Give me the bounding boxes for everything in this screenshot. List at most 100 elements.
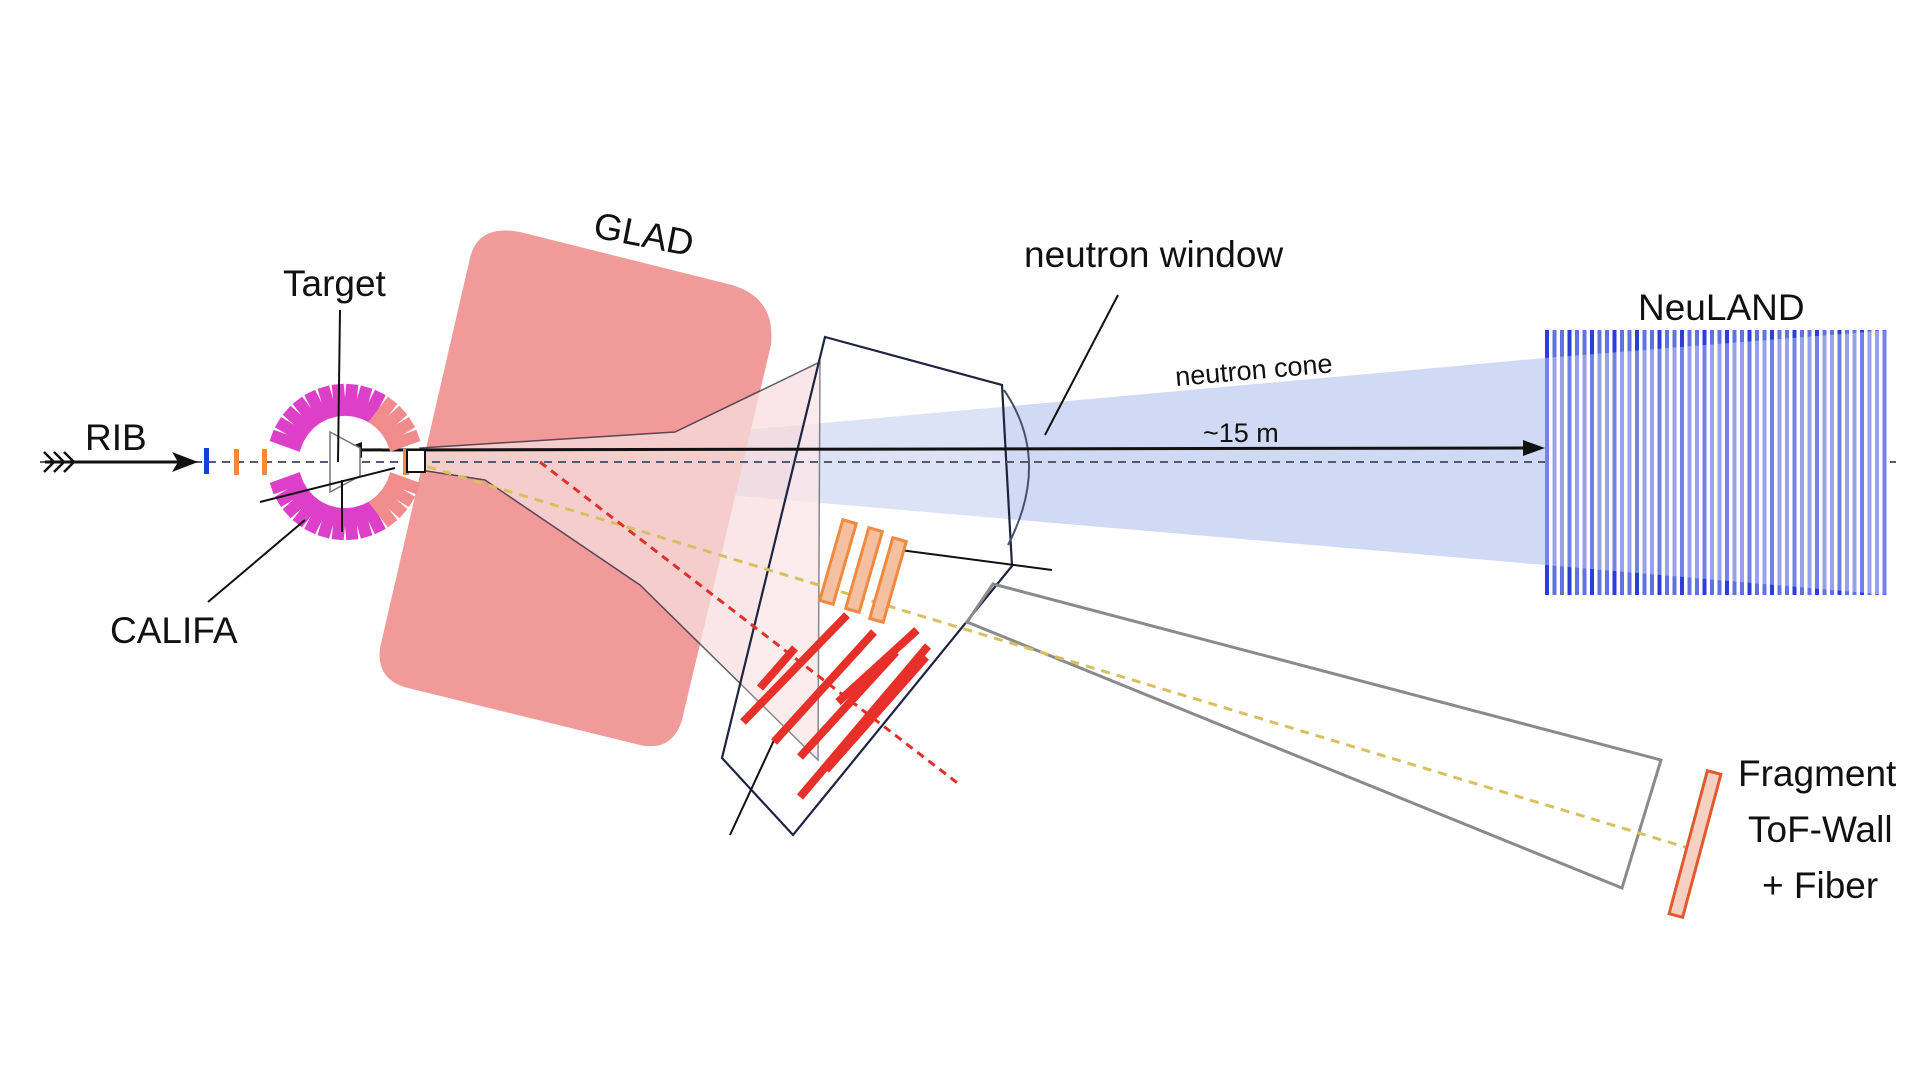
califa-crystal [282, 405, 315, 436]
califa-slant-line [259, 467, 396, 503]
neuland-plane [1687, 330, 1692, 595]
neutron-window-arc [1003, 389, 1030, 546]
califa-crystal [375, 488, 408, 519]
neuland-plane [1770, 330, 1774, 595]
califa-crystal [360, 500, 386, 535]
fragment-label-line1: Fragment [1738, 753, 1897, 794]
califa-crystal [274, 416, 309, 444]
neuland-plane [1837, 330, 1842, 595]
neuland-plane [1650, 330, 1654, 595]
neuland-plane [1597, 330, 1602, 595]
proton-path [539, 460, 961, 787]
neuland-label: NeuLAND [1638, 287, 1805, 328]
califa-crystal [292, 494, 322, 528]
neuland-plane [1605, 330, 1609, 595]
detector-pointer-line [729, 737, 776, 836]
neuland-plane [1635, 330, 1639, 595]
neuland-plane [1882, 330, 1887, 595]
neuland-plane [1590, 330, 1594, 595]
target-pointer-line [337, 309, 341, 463]
neuland-plane [1672, 330, 1677, 595]
neuland-plane [1552, 330, 1557, 595]
tof-wall [1667, 768, 1723, 920]
califa-crystal [269, 472, 304, 495]
neuland-plane [1777, 330, 1782, 595]
fragment-label-line3: + Fiber [1762, 865, 1878, 906]
neuland-plane [1822, 330, 1827, 595]
neuland-cone-overlay [1545, 330, 1890, 595]
neuland-plane [1860, 330, 1864, 595]
califa-crystal [304, 500, 330, 535]
fragment-label-line2: ToF-Wall [1748, 809, 1893, 850]
target-label: Target [283, 263, 387, 304]
neuland-plane [1575, 330, 1579, 595]
beam-marker-blue [204, 448, 209, 474]
califa-crystal [386, 429, 421, 452]
neuland-plane [1582, 330, 1587, 595]
califa-crystal [381, 480, 416, 508]
califa-crystal [282, 488, 315, 519]
distance-label: ~15 m [1203, 418, 1279, 448]
neuland-plane [1642, 330, 1647, 595]
target-chamber [406, 449, 426, 473]
beam-marker-orange-1 [234, 449, 239, 475]
califa-crystal [368, 494, 398, 528]
rib-arrow [43, 451, 198, 473]
neuland-plane [1717, 330, 1722, 595]
califa-crystal [375, 405, 408, 436]
califa-crystal [292, 396, 322, 430]
neuland-plane [1620, 330, 1624, 595]
neuland-plane [1852, 330, 1857, 595]
neuland-plane [1665, 330, 1669, 595]
neuland-plane [1875, 330, 1879, 595]
neuland-plane [1807, 330, 1812, 595]
neuland-plane [1702, 330, 1707, 595]
neuland-plane [1695, 330, 1699, 595]
double-chevron-arrow-icon [43, 451, 76, 473]
neuland-plane [1867, 330, 1872, 595]
fragment-arm [964, 582, 1663, 891]
neuland-plane [1725, 330, 1729, 595]
neuland-plane [1785, 330, 1789, 595]
neuland-plane [1612, 330, 1617, 595]
housing-line [899, 549, 1053, 571]
califa-pointer-line [207, 519, 306, 603]
califa-label: CALIFA [110, 610, 238, 651]
neuland-plane [1680, 330, 1684, 595]
neuland-detector [1545, 330, 1890, 595]
neuland-plane [1627, 330, 1632, 595]
neuland-plane [1800, 330, 1804, 595]
drift-chambers [740, 612, 932, 800]
neuland-plane [1657, 330, 1662, 595]
neuland-plane [1545, 330, 1549, 595]
neuland-plane [1710, 330, 1714, 595]
neuland-plane [1560, 330, 1564, 595]
beam-marker-orange-2 [262, 449, 267, 475]
califa-crystal [360, 389, 386, 424]
califa-crystal [317, 504, 339, 539]
califa-crystal [368, 396, 398, 430]
neutron-window-pointer [1044, 294, 1119, 436]
califa-crystal [304, 389, 330, 424]
rib-label: RIB [85, 417, 147, 458]
neuland-plane [1830, 330, 1834, 595]
neuland-plane [1740, 330, 1744, 595]
neuland-plane [1755, 330, 1759, 595]
neuland-plane [1762, 330, 1767, 595]
neuland-plane [1732, 330, 1737, 595]
califa-top-arc [269, 383, 421, 452]
califa-crystal [317, 385, 339, 420]
califa-crystal [386, 472, 421, 495]
neuland-stripes [1545, 330, 1887, 595]
neutron-window-label: neutron window [1024, 234, 1283, 275]
califa-crystal [381, 416, 416, 444]
neuland-plane [1792, 330, 1797, 595]
neuland-plane [1845, 330, 1849, 595]
neuland-plane [1815, 330, 1819, 595]
califa-crystal [351, 385, 373, 420]
califa-crystal [269, 429, 304, 452]
neuland-plane [1747, 330, 1752, 595]
califa-crystal [351, 504, 373, 539]
